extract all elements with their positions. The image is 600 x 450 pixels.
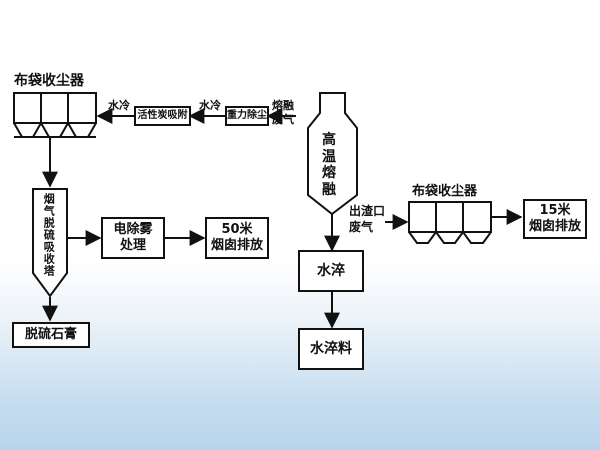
water-cool-label-1: 水冷 (108, 99, 130, 112)
chimney-15m-box: 15米 烟囱排放 (523, 199, 587, 239)
bag-filter-right-label: 布袋收尘器 (412, 184, 478, 199)
water-cool-label-2: 水冷 (199, 99, 221, 112)
bag-filter-right-unit (408, 201, 492, 244)
gypsum-box: 脱硫石膏 (12, 322, 90, 348)
furnace-label: 高 温 熔 融 (322, 132, 336, 198)
melt-gas-label: 熔融 废气 (272, 99, 294, 126)
chimney-50m-box: 50米 烟囱排放 (205, 217, 269, 259)
slag-gas-label: 出渣口 废气 (349, 204, 386, 234)
desulfurization-tower-label: 烟气脱硫吸收塔 (42, 193, 56, 277)
quench-material-box: 水淬料 (298, 328, 364, 370)
water-quench-box: 水淬 (298, 250, 364, 292)
desulfurization-tower-shape (32, 188, 68, 298)
activated-carbon-box: 活性炭吸附 (134, 106, 191, 126)
bag-filter-left-label: 布袋收尘器 (14, 73, 84, 89)
bag-filter-left-unit (13, 92, 97, 138)
gravity-dust-box: 重力除尘 (225, 106, 269, 126)
mist-removal-box: 电除雾 处理 (101, 217, 165, 259)
furnace-shape (307, 92, 358, 216)
